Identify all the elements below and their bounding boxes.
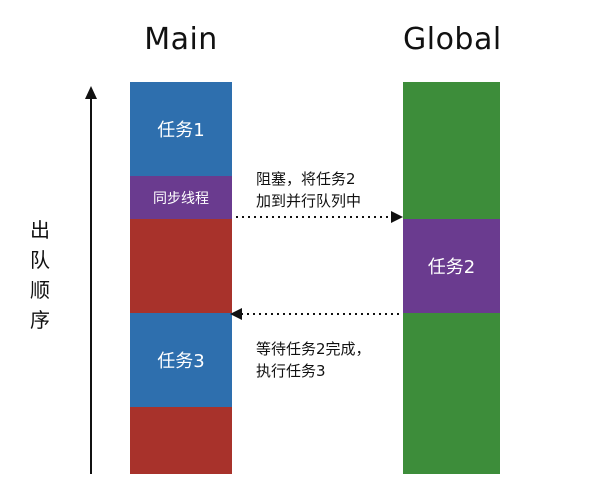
main-queue-column: 任务1 同步线程任务3 <box>130 82 232 474</box>
blocked-annotation-line-2: 加到并行队列中 <box>256 192 362 210</box>
dequeue-order-axis-arrowhead-icon <box>85 86 97 99</box>
global-to-main-arrowhead-icon <box>230 308 242 320</box>
main-queue-block-label: 任务3 <box>157 351 205 373</box>
main-queue-block-2: 同步线程 <box>130 176 232 220</box>
dequeue-order-char-1: 出 <box>30 218 50 242</box>
global-queue-block-1 <box>403 82 500 220</box>
global-queue-block-2: 任务2 <box>403 219 500 314</box>
main-queue-block-1: 任务1 <box>130 82 232 177</box>
wait-annotation-line-2: 执行任务3 <box>256 362 326 380</box>
blocked-annotation-line-1: 阻塞，将任务2 <box>256 170 356 188</box>
blocked-annotation: 阻塞，将任务2 加到并行队列中 <box>256 168 361 212</box>
dequeue-order-label: 出 队 顺 序 <box>28 215 52 335</box>
dequeue-order-char-2: 队 <box>30 248 50 272</box>
main-queue-title: Main <box>144 22 218 57</box>
main-to-global-arrowhead-icon <box>391 211 403 223</box>
dequeue-order-char-3: 顺 <box>30 278 50 302</box>
main-queue-block-label: 同步线程 <box>153 190 209 207</box>
main-queue-block-label: 任务1 <box>157 120 205 142</box>
main-queue-block-3 <box>130 219 232 314</box>
global-queue-block-3 <box>403 313 500 474</box>
main-queue-block-5 <box>130 407 232 474</box>
global-queue-title: Global <box>403 22 502 57</box>
global-queue-column: 任务2 <box>403 82 500 474</box>
global-queue-block-label: 任务2 <box>427 257 476 279</box>
dequeue-order-char-4: 序 <box>30 308 50 332</box>
main-queue-block-4: 任务3 <box>130 313 232 408</box>
wait-annotation: 等待任务2完成， 执行任务3 <box>256 338 371 382</box>
wait-annotation-line-1: 等待任务2完成， <box>256 340 371 358</box>
